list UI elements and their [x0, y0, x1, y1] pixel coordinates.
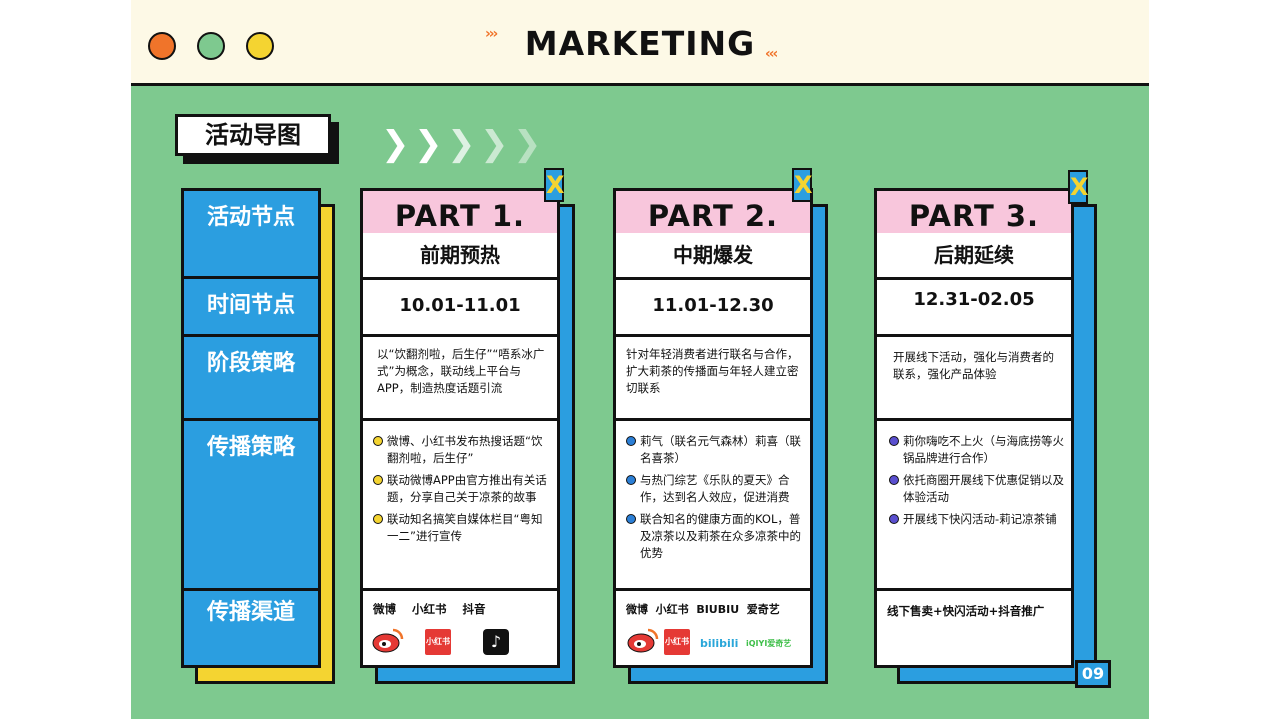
card-bullets: 莉气（联名元气森林）莉喜（联名喜茶） 与热门综艺《乐队的夏天》合作，达到名人效应…	[626, 433, 804, 567]
row-header-activity-node: 活动节点	[184, 191, 318, 279]
row-header-stage-strategy: 阶段策略	[184, 337, 318, 421]
phase-card-2: PART 2. 中期爆发 11.01-12.30 针对年轻消费者进行联名与合作，…	[613, 188, 813, 668]
window-dot-orange	[148, 32, 176, 60]
phase-card-3: PART 3. 后期延续 12.31-02.05 开展线下活动，强化与消费者的联…	[874, 188, 1074, 668]
arrow-deco-icon: ❯	[447, 124, 476, 164]
arrow-deco-icon: ❯	[414, 124, 443, 164]
arrow-deco-icon: ❯	[480, 124, 509, 164]
bullet-item: 与热门综艺《乐队的夏天》合作，达到名人效应，促进消费	[626, 472, 804, 506]
row-header-time-node: 时间节点	[184, 279, 318, 337]
phase-card-1: PART 1. 前期预热 10.01-11.01 以“饮翻剂啦，后生仔”“唔系冰…	[360, 188, 560, 668]
bullet-item: 联动微博APP由官方推出有关话题，分享自己关于凉茶的故事	[373, 472, 551, 506]
divider	[363, 277, 557, 280]
x-mark-icon: X	[1068, 170, 1089, 204]
card-phase-title: 后期延续	[934, 243, 1014, 267]
card-date-range: 12.31-02.05	[913, 289, 1035, 310]
x-mark-icon: X	[544, 168, 565, 202]
card-header-lower	[616, 233, 810, 276]
card-stage-strategy: 针对年轻消费者进行联名与合作，扩大莉茶的传播面与年轻人建立密切联系	[626, 347, 799, 395]
card-header-lower	[877, 233, 1071, 276]
card-channels: 线下售卖+快闪活动+抖音推广	[887, 604, 1045, 618]
xiaohongshu-icon: 小红书	[664, 629, 690, 655]
douyin-icon: ♪	[483, 629, 509, 655]
xiaohongshu-icon: 小红书	[425, 629, 451, 655]
weibo-icon	[627, 628, 659, 653]
divider	[877, 588, 1071, 591]
window-dot-yellow	[246, 32, 274, 60]
bullet-item: 依托商圈开展线下优惠促销以及体验活动	[889, 472, 1065, 506]
card-header-lower	[363, 233, 557, 276]
window-dot-green	[197, 32, 225, 60]
weibo-icon	[372, 628, 404, 653]
divider	[616, 588, 810, 591]
card-date-range: 10.01-11.01	[399, 295, 521, 316]
card-part-label: PART 2.	[647, 199, 779, 233]
bullet-item: 莉你嗨吃不上火（与海底捞等火锅品牌进行合作）	[889, 433, 1065, 467]
divider	[363, 334, 557, 337]
chevron-left-deco-icon: ‹‹‹	[765, 46, 778, 62]
card-date-range: 11.01-12.30	[652, 295, 774, 316]
header-bar: ››› MARKETING ‹‹‹	[131, 0, 1149, 86]
card-stage-strategy: 开展线下活动，强化与消费者的联系，强化产品体验	[893, 350, 1054, 381]
row-headers: 活动节点 时间节点 阶段策略 传播策略 传播渠道	[181, 188, 321, 668]
card-bullets: 微博、小红书发布热搜话题“饮翻剂啦，后生仔” 联动微博APP由官方推出有关话题，…	[373, 433, 551, 550]
card-bullets: 莉你嗨吃不上火（与海底捞等火锅品牌进行合作） 依托商圈开展线下优惠促销以及体验活…	[889, 433, 1065, 533]
section-title: 活动导图	[175, 114, 331, 156]
bullet-item: 微博、小红书发布热搜话题“饮翻剂啦，后生仔”	[373, 433, 551, 467]
divider	[877, 334, 1071, 337]
card-part-label: PART 3.	[908, 199, 1040, 233]
row-header-spread-channels: 传播渠道	[206, 600, 295, 625]
card-channels: 微博 小红书 BIUBIU 爱奇艺	[626, 603, 780, 616]
chevron-right-deco-icon: ›››	[485, 26, 498, 42]
card-stage-strategy: 以“饮翻剂啦，后生仔”“唔系冰广式”为概念，联动线上平台与APP，制造热度话题引…	[377, 347, 545, 395]
divider	[616, 334, 810, 337]
card-channels: 微博 小红书 抖音	[373, 602, 486, 616]
bullet-item: 联动知名搞笑自媒体栏目“粤知一二”进行宣传	[373, 511, 551, 545]
page-title: MARKETING	[524, 24, 756, 63]
divider	[363, 418, 557, 421]
x-mark-icon: X	[792, 168, 813, 202]
bullet-item: 开展线下快闪活动-莉记凉茶铺	[889, 511, 1065, 528]
bullet-item: 莉气（联名元气森林）莉喜（联名喜茶）	[626, 433, 804, 467]
iqiyi-icon: iQIYI爱奇艺	[746, 639, 792, 648]
row-header-spread-strategy: 传播策略	[184, 421, 318, 591]
divider	[616, 277, 810, 280]
bilibili-icon: bilibili	[700, 637, 739, 650]
divider	[616, 418, 810, 421]
card-phase-title: 中期爆发	[673, 243, 753, 267]
divider	[877, 277, 1071, 280]
divider	[877, 418, 1071, 421]
card-part-label: PART 1.	[394, 199, 526, 233]
divider	[363, 588, 557, 591]
page-number: 09	[1075, 660, 1111, 688]
arrow-deco-icon: ❯	[381, 124, 410, 164]
bullet-item: 联合知名的健康方面的KOL，普及凉茶以及莉茶在众多凉茶中的优势	[626, 511, 804, 562]
arrow-deco-icon: ❯	[513, 124, 542, 164]
slide: ››› MARKETING ‹‹‹ 活动导图 ❯ ❯ ❯ ❯ ❯ 活动节点 时间…	[131, 0, 1149, 719]
card-phase-title: 前期预热	[420, 243, 500, 267]
